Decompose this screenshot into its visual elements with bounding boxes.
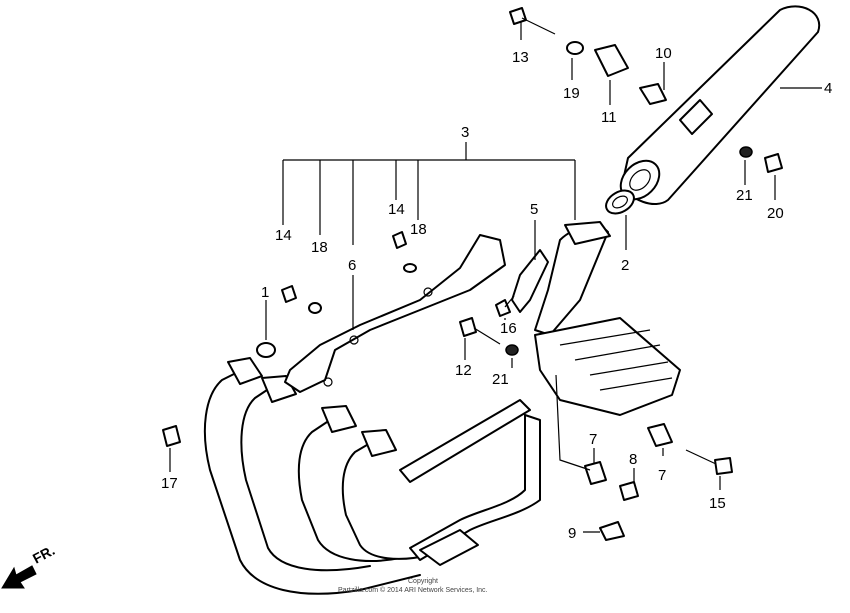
callout-9: 9 xyxy=(568,525,576,542)
callout-3: 3 xyxy=(461,124,469,141)
expansion-chamber xyxy=(534,317,681,416)
bolt-15 xyxy=(685,449,733,475)
front-marker-label: FR. xyxy=(30,542,57,567)
callout-7-b: 7 xyxy=(658,467,666,484)
bracket xyxy=(511,249,549,313)
callout-4: 4 xyxy=(824,80,832,97)
washer-18-b xyxy=(403,263,417,273)
header-gasket xyxy=(256,342,276,358)
bolt-14-a xyxy=(281,285,297,303)
copyright-line1: Copyright xyxy=(408,578,438,585)
bolt-12 xyxy=(459,317,501,345)
callout-16: 16 xyxy=(500,320,517,337)
muffler xyxy=(619,5,821,205)
washer-18-a xyxy=(308,302,322,314)
callout-8: 8 xyxy=(629,451,637,468)
header-pipes xyxy=(203,357,541,595)
washer-21-top xyxy=(739,146,753,158)
callout-13: 13 xyxy=(512,49,529,66)
bolt-14-b xyxy=(392,231,407,249)
callout-21-b: 21 xyxy=(492,371,509,388)
callout-7-a: 7 xyxy=(589,431,597,448)
nut-20 xyxy=(764,153,783,173)
callout-10: 10 xyxy=(655,45,672,62)
washer-19 xyxy=(566,41,584,55)
callout-12: 12 xyxy=(455,362,472,379)
exhaust-gasket xyxy=(605,189,635,215)
callout-17: 17 xyxy=(161,475,178,492)
front-arrow-icon xyxy=(1,565,37,589)
callout-15: 15 xyxy=(709,495,726,512)
bolt-8 xyxy=(619,481,639,501)
rubber-mount-11 xyxy=(594,44,629,77)
washer-21-mid xyxy=(505,344,519,356)
callout-2: 2 xyxy=(621,257,629,274)
callout-14-a: 14 xyxy=(275,227,292,244)
callout-6: 6 xyxy=(348,257,356,274)
callout-1: 1 xyxy=(261,284,269,301)
mid-pipe xyxy=(534,221,611,336)
rubber-9 xyxy=(599,521,625,541)
leader-lines xyxy=(169,22,822,533)
callout-5: 5 xyxy=(530,201,538,218)
callout-20: 20 xyxy=(767,205,784,222)
collar-7-a xyxy=(584,461,607,485)
bolt-13 xyxy=(509,7,556,35)
callout-21-a: 21 xyxy=(736,187,753,204)
callout-18-a: 18 xyxy=(311,239,328,256)
collar-7-b xyxy=(647,423,673,447)
copyright-line2: Partzilla.com © 2014 ARI Network Service… xyxy=(338,586,488,594)
nut-17 xyxy=(162,425,181,447)
callout-19: 19 xyxy=(563,85,580,102)
heat-shield xyxy=(284,234,506,393)
bolt-16 xyxy=(495,295,515,317)
callout-14-b: 14 xyxy=(388,201,405,218)
collar-10 xyxy=(639,83,667,105)
callout-18-b: 18 xyxy=(410,221,427,238)
callout-11: 11 xyxy=(601,109,617,126)
